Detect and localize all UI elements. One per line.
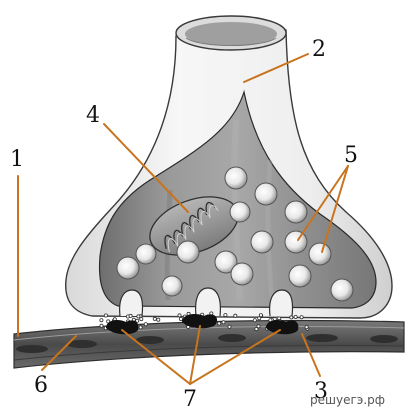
transmitter-molecule [290, 316, 293, 319]
synaptic-vesicle [225, 167, 247, 189]
transmitter-molecule [137, 315, 140, 318]
callout-5: 5 [344, 143, 358, 168]
synaptic-vesicle [177, 241, 199, 263]
synaptic-vesicle [285, 231, 307, 253]
transmitter-molecule [228, 325, 231, 328]
callout-1: 1 [10, 147, 24, 172]
synaptic-vesicle [255, 183, 277, 205]
transmitter-molecule [129, 314, 132, 317]
transmitter-molecule [234, 314, 237, 317]
transmitter-molecule [222, 321, 225, 324]
transmitter-molecule [100, 324, 103, 327]
transmitter-molecule [100, 319, 103, 322]
transmitter-molecule [294, 315, 297, 318]
transmitter-molecule [259, 314, 262, 317]
synaptic-vesicle [162, 276, 182, 296]
synaptic-vesicle [117, 257, 139, 279]
transmitter-molecule [179, 317, 182, 320]
transmitter-molecule [305, 326, 308, 329]
transmitter-molecule [300, 316, 303, 319]
transmitter-molecule [144, 323, 147, 326]
transmitter-molecule [104, 314, 107, 317]
transmitter-molecule [253, 319, 256, 322]
synaptic-vesicle [309, 243, 331, 265]
callout-2: 2 [312, 37, 326, 62]
synaptic-vesicle [289, 265, 311, 287]
synaptic-vesicle [230, 202, 250, 222]
callout-4: 4 [86, 103, 100, 128]
synaptic-vesicle [251, 231, 273, 253]
transmitter-molecule [178, 314, 181, 317]
synaptic-vesicle [231, 263, 253, 285]
watermark: решуегэ.рф [310, 393, 385, 407]
transmitter-molecule [140, 318, 143, 321]
callout-6: 6 [34, 373, 48, 398]
transmitter-molecule [157, 318, 160, 321]
synaptic-vesicle [136, 244, 156, 264]
transmitter-molecule [153, 317, 156, 320]
synaptic-vesicle [331, 279, 353, 301]
transmitter-molecule [139, 326, 142, 329]
callout-7: 7 [183, 387, 197, 410]
synaptic-vesicle [285, 201, 307, 223]
transmitter-molecule [224, 314, 227, 317]
transmitter-molecule [257, 325, 260, 328]
transmitter-molecule [218, 322, 221, 325]
postsynaptic-membrane [14, 321, 404, 369]
